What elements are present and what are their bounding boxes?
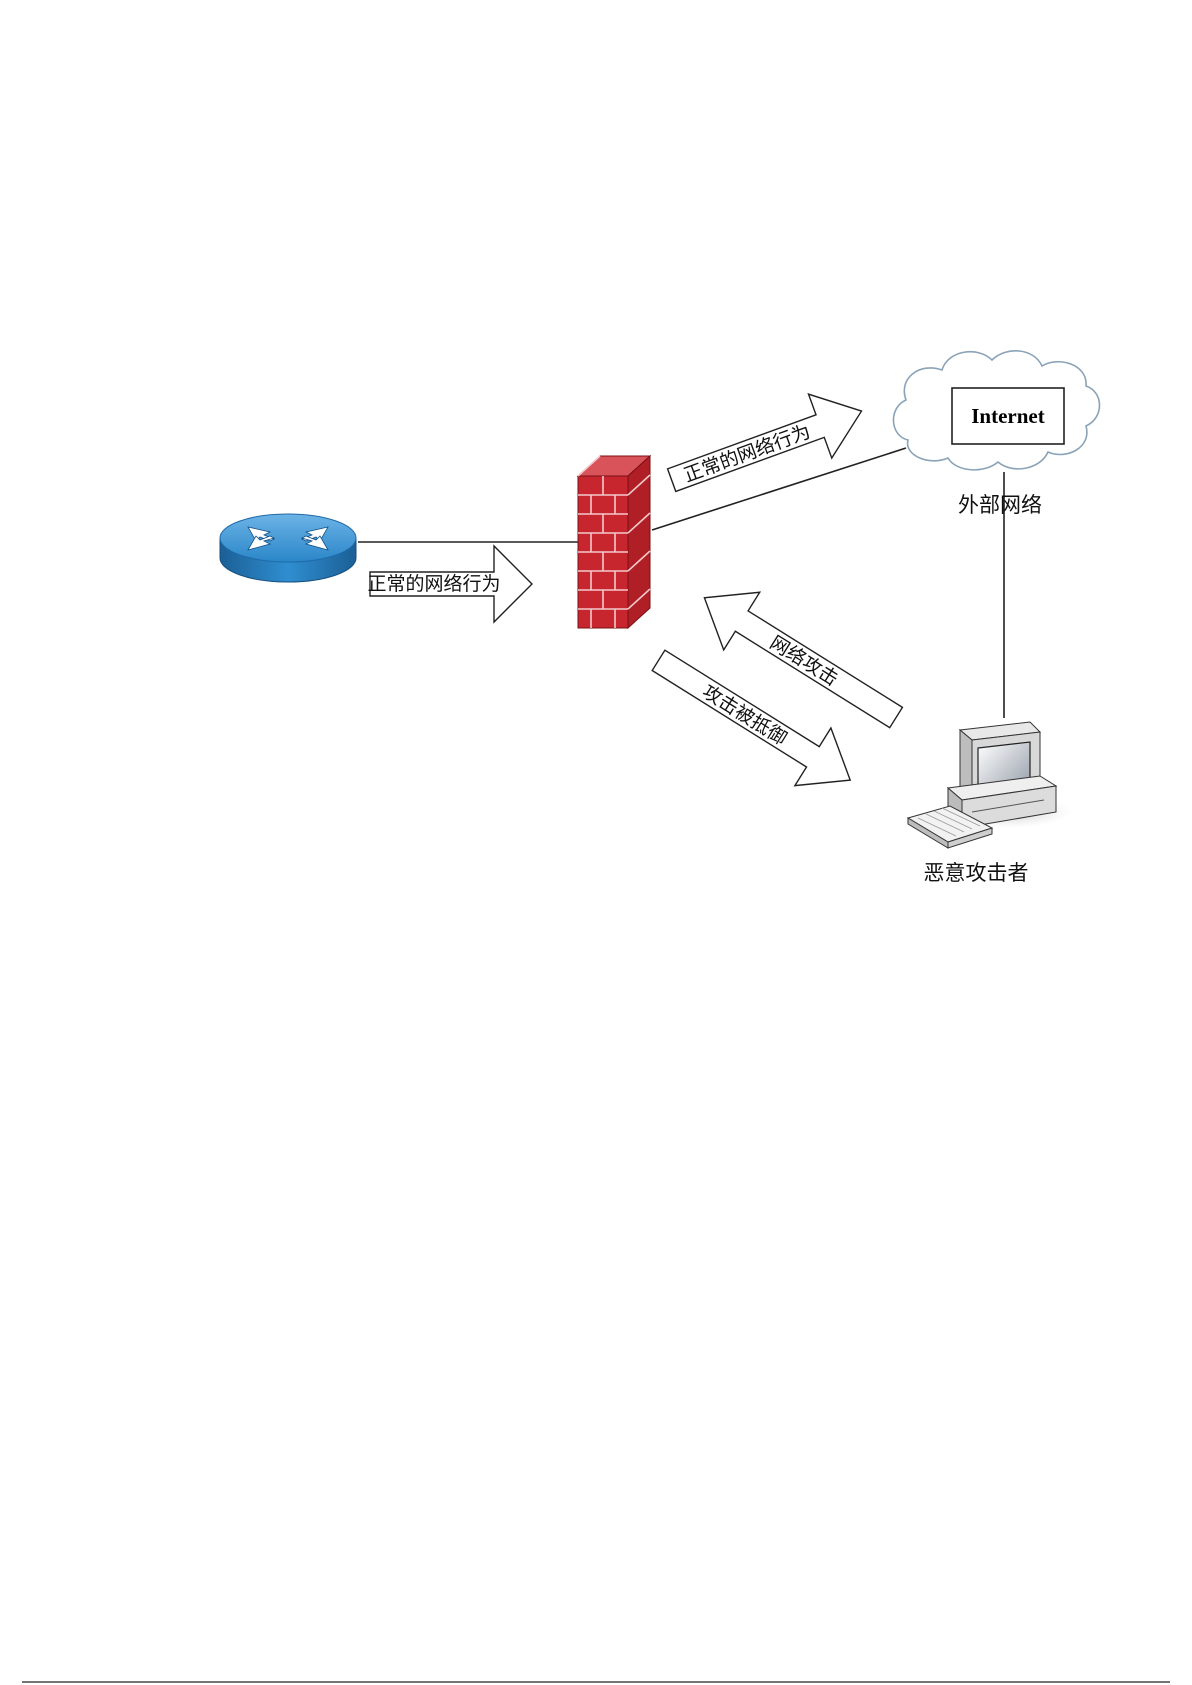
- internet-box-label: Internet: [971, 404, 1044, 428]
- cloud-icon: Internet: [892, 350, 1101, 471]
- firewall-icon: [576, 454, 652, 630]
- arrow-attack: 网络攻击: [703, 591, 904, 729]
- arrow-attack-label: 网络攻击: [766, 632, 842, 691]
- arrow-router-to-firewall: 正常的网络行为: [367, 544, 533, 624]
- router-icon: [219, 513, 357, 583]
- arrow-blocked: 攻击被抵御: [651, 649, 852, 787]
- internet-label: 外部网络: [958, 493, 1042, 517]
- connection-lines: [358, 447, 1005, 718]
- internet-box: [951, 387, 1065, 445]
- firewall-cloud-link: [651, 447, 907, 531]
- computer-icon: [906, 721, 1072, 849]
- attacker-label: 恶意攻击者: [924, 861, 1029, 885]
- arrow-firewall-to-internet-label: 正常的网络行为: [681, 421, 814, 487]
- arrow-firewall-to-internet: 正常的网络行为: [666, 393, 863, 493]
- arrow-blocked-label: 攻击被抵御: [698, 681, 790, 750]
- arrow-router-to-firewall-label: 正常的网络行为: [367, 573, 500, 595]
